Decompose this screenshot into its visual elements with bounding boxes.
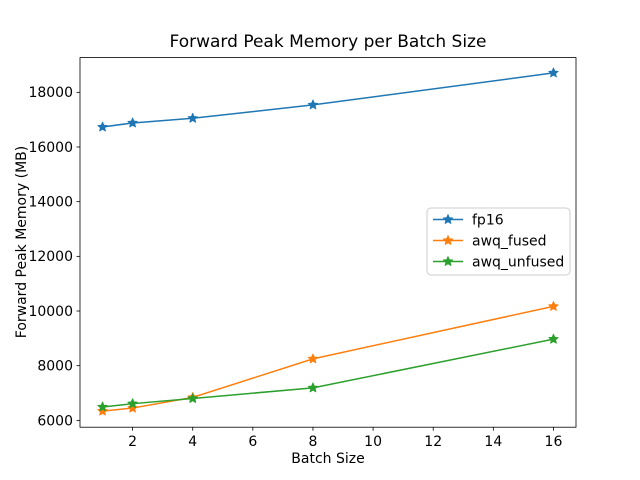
x-tick-label-16: 16 [545,434,563,450]
x-tick-label-12: 12 [424,434,442,450]
y-tick-label-12000: 12000 [28,249,73,265]
data-point-marker-fp16-x16 [548,67,559,78]
legend-box [426,207,571,276]
x-axis-label: Batch Size [291,451,364,467]
data-point-marker-awq_fused-x2 [127,402,138,413]
data-point-marker-awq_unfused-x1 [97,401,108,412]
data-point-marker-awq_unfused-x8 [307,382,319,393]
x-tick-label-10: 10 [364,434,382,450]
series-line-awq_fused [101,305,555,412]
legend-star-icon-awq_unfused [442,256,454,266]
data-point-marker-awq_unfused-x2 [127,398,138,409]
x-tick-label-8: 8 [309,434,318,450]
data-point-marker-fp16-x8 [307,99,319,110]
y-tick-label-16000: 16000 [28,140,73,156]
x-tick-label-2: 2 [128,434,137,450]
x-tick-label-6: 6 [248,434,257,450]
y-tick-label-18000: 18000 [28,85,73,101]
y-axis-label: Forward Peak Memory (MB) [14,146,30,338]
data-point-marker-awq_fused-x1 [97,405,108,416]
data-point-marker-fp16-x1 [97,121,108,132]
legend-label-awq_fused: awq_fused [472,233,547,249]
data-point-marker-awq_unfused-x4 [187,393,198,403]
data-point-marker-awq_fused-x8 [307,353,319,364]
y-tick-label-10000: 10000 [28,304,73,320]
data-point-marker-awq_fused-x16 [548,300,559,311]
legend-star-icon-fp16 [442,214,454,224]
y-tick-label-14000: 14000 [28,195,73,211]
plot-area: 2 4 6 8 10 12 14 16 6000 8000 10000 12000 14000 16000… [28,57,577,450]
y-tick-label-6000: 6000 [37,413,73,429]
series-line-awq_unfused [101,338,555,408]
legend-label-fp16: fp16 [472,212,504,228]
legend-star-icon-awq_fused [442,235,454,245]
axes-spines [79,57,577,428]
legend-label-awq_unfused: awq_unfused [472,254,564,270]
series-line-fp16 [101,72,555,128]
chart-title: Forward Peak Memory per Batch Size [170,32,487,52]
data-point-marker-fp16-x4 [187,112,198,123]
y-tick-label-8000: 8000 [37,359,73,375]
data-point-marker-fp16-x2 [127,117,138,128]
data-point-marker-awq_unfused-x16 [548,333,559,344]
x-tick-label-4: 4 [188,434,197,450]
x-tick-label-14: 14 [484,434,502,450]
